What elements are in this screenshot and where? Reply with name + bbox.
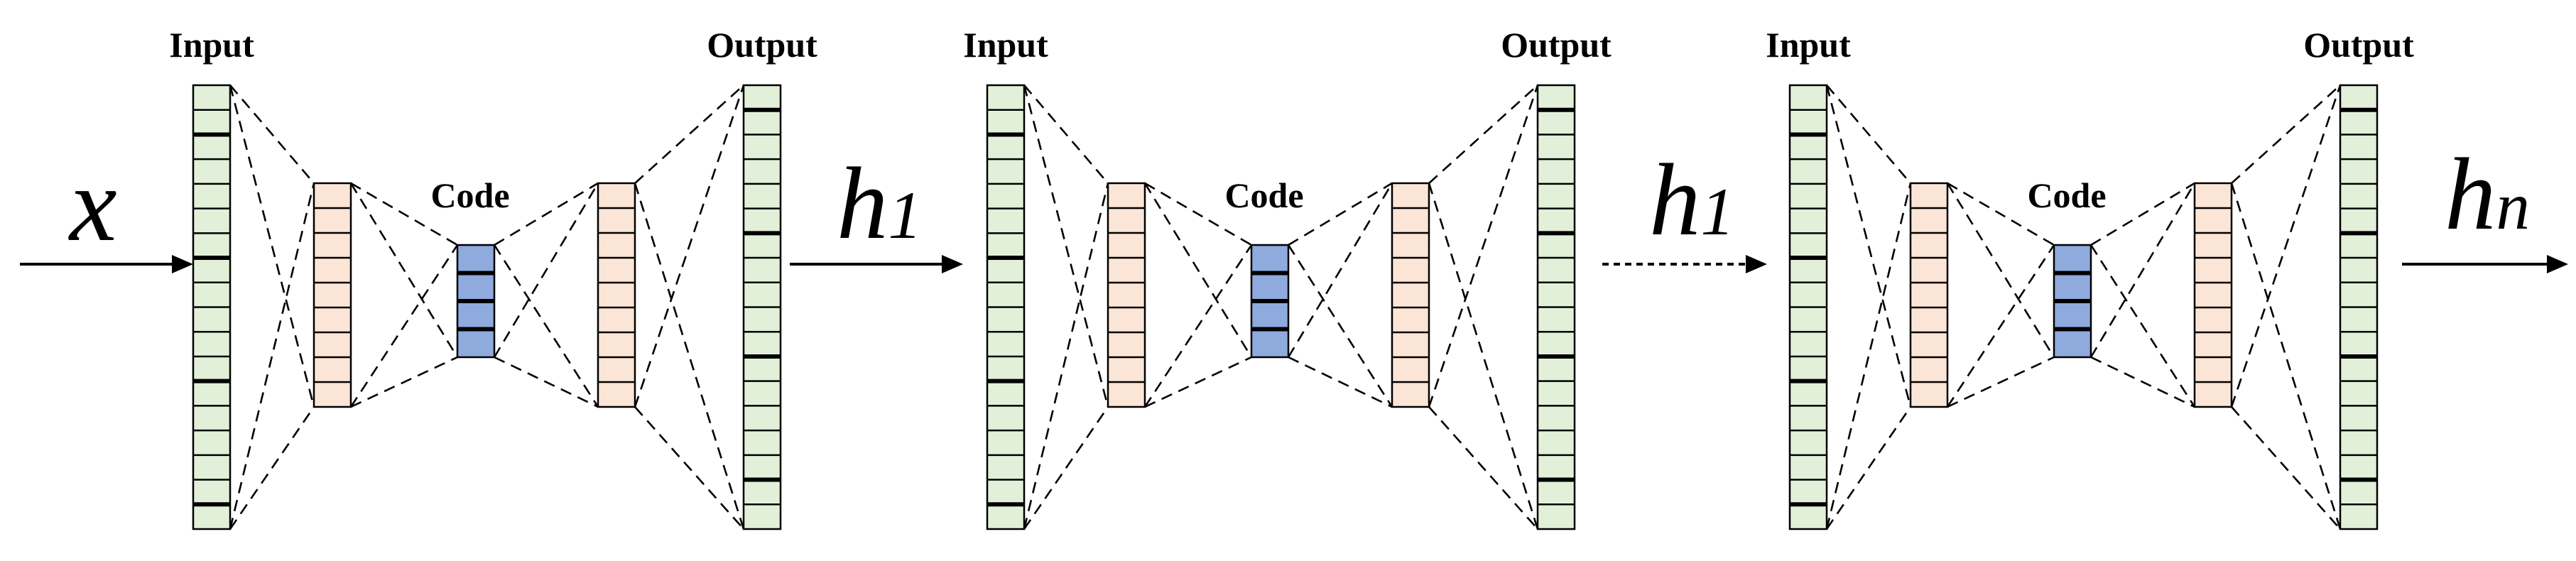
dashed-connection: [1428, 183, 1539, 530]
dashed-connection: [1143, 244, 1253, 408]
dashed-connection: [1946, 244, 2055, 408]
decoder-layer-frame: [2193, 182, 2233, 408]
output-layer-label: Output: [707, 25, 817, 65]
h1-first-subscript: 1: [888, 178, 923, 253]
encoder-layer: [313, 182, 352, 408]
h1-second-base: h: [1649, 143, 1701, 257]
hidden-variable-h1-first: h1: [837, 147, 922, 261]
hidden-variable-h1-second: h1: [1649, 143, 1734, 257]
dashed-connection: [1023, 85, 1109, 184]
code-layer: [2053, 244, 2092, 359]
arrow-ae1-to-ae2-head: [942, 255, 963, 273]
dashed-connection: [1428, 85, 1538, 184]
dashed-connection: [349, 183, 459, 358]
connections: [1023, 85, 1539, 530]
input-layer: [986, 84, 1026, 530]
hn-base: h: [2445, 138, 2496, 251]
dashed-connection: [494, 182, 599, 246]
encoder-layer-frame: [1107, 182, 1146, 408]
decoder-layer-frame: [1391, 182, 1430, 408]
h1-second-subscript: 1: [1701, 174, 1735, 249]
dashed-connection: [229, 85, 315, 408]
code-layer-label: Code: [1224, 175, 1303, 215]
encoder-layer: [1107, 182, 1146, 408]
output-layer-label: Output: [1501, 25, 1612, 65]
dashed-connection: [1428, 85, 1539, 408]
dashed-connection: [634, 406, 744, 530]
decoder-layer: [597, 182, 636, 408]
decoder-layer: [1391, 182, 1430, 408]
encoder-layer: [1909, 182, 1949, 408]
dashed-connection: [229, 406, 315, 530]
dashed-connection: [2230, 85, 2342, 408]
dashed-connection: [2089, 244, 2196, 408]
dashed-connection: [1144, 182, 1252, 246]
dashed-connection: [350, 182, 458, 246]
input-layer-label: Input: [1766, 25, 1851, 65]
output-variable-hn: hn: [2445, 138, 2530, 251]
dashed-connection: [1287, 244, 1393, 408]
dashed-connection: [1023, 183, 1109, 530]
hn-subscript: n: [2496, 168, 2531, 244]
dashed-connection: [229, 85, 315, 184]
dashed-connection: [349, 244, 459, 408]
input-arrow-head: [172, 255, 193, 273]
code-layer: [1250, 244, 1290, 359]
dashed-connection: [1825, 406, 1912, 530]
encoder-layer-frame: [313, 182, 352, 408]
input-layer-label: Input: [169, 25, 254, 65]
input-layer-label: Input: [963, 25, 1048, 65]
code-layer-label: Code: [430, 175, 509, 215]
dashed-connection: [2089, 183, 2196, 358]
connections: [1825, 85, 2342, 530]
output-layer: [1536, 84, 1576, 530]
dashed-connection: [1143, 183, 1253, 358]
h1-first-base: h: [837, 147, 888, 261]
dashed-connection: [2090, 182, 2195, 246]
dashed-connection: [634, 183, 745, 530]
dashed-connection: [2231, 85, 2341, 184]
dashed-connection: [2230, 183, 2342, 530]
dashed-connection: [350, 356, 458, 408]
dashed-connection: [2090, 356, 2195, 408]
decoder-layer-frame: [597, 182, 636, 408]
dashed-connection: [1826, 85, 1911, 184]
connections: [229, 85, 745, 530]
dotted-arrow-ae2-to-ae3-head: [1746, 255, 1767, 273]
dashed-connection: [1023, 85, 1109, 408]
decoder-layer: [2193, 182, 2233, 408]
output-arrow-head: [2547, 255, 2568, 273]
code-layer: [456, 244, 496, 359]
dashed-connection: [494, 356, 599, 408]
output-layer: [742, 84, 782, 530]
dashed-connection: [1288, 356, 1393, 408]
input-layer: [1788, 84, 1828, 530]
input-variable-x: x: [68, 146, 117, 263]
input-layer: [192, 84, 232, 530]
dashed-connection: [2231, 406, 2341, 530]
dashed-connection: [229, 183, 315, 530]
dashed-connection: [493, 183, 599, 358]
output-layer: [2339, 84, 2379, 530]
dashed-connection: [1947, 182, 2055, 246]
output-layer-label: Output: [2303, 25, 2414, 65]
encoder-layer-frame: [1909, 182, 1949, 408]
dashed-connection: [634, 85, 745, 408]
dashed-connection: [1023, 406, 1109, 530]
dashed-connection: [1825, 85, 1912, 408]
dashed-connection: [1825, 183, 1912, 530]
dashed-connection: [634, 85, 744, 184]
dashed-connection: [1428, 406, 1538, 530]
code-layer-label: Code: [2027, 175, 2106, 215]
dashed-connection: [1287, 183, 1393, 358]
dashed-connection: [1288, 182, 1393, 246]
dashed-connection: [1947, 356, 2055, 408]
dashed-connection: [1144, 356, 1252, 408]
dashed-connection: [493, 244, 599, 408]
dashed-connection: [1946, 183, 2055, 358]
